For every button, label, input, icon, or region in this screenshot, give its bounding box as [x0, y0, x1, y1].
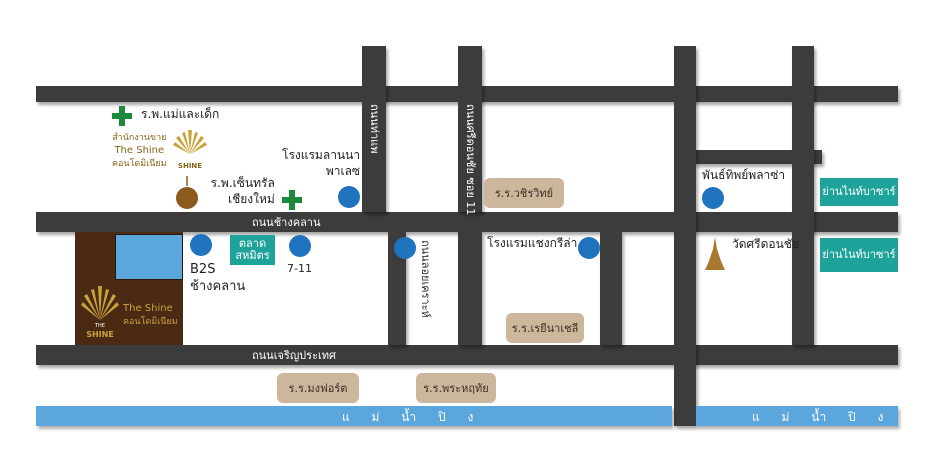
label-sales-office: สำนักงานขาย The Shine คอนโดมิเนียม: [112, 133, 167, 169]
road-label-si-donchai-soi: ถนนศรีดอนชัย ซอย 11: [464, 104, 477, 216]
night-bazaar-box-2: ย่านไนท์บาซาร์: [820, 238, 898, 272]
regina-school-box: ร.ร.เรยีนาเชลี: [506, 313, 584, 343]
river-label-left: แ ม่ น้ำ ปิ ง: [342, 410, 483, 424]
pantip-plaza-dot-icon: [702, 187, 724, 209]
road-label-charoen-prathet: ถนนเจริญประเทศ: [252, 349, 336, 362]
shine-logo-large-text: SHINE: [86, 330, 114, 339]
road-si-donchai-soi: [458, 46, 482, 212]
shine-condo-block: THE SHINE The Shine คอนโดมิเนียม: [75, 232, 183, 345]
hospital-cross-icon: [112, 106, 132, 126]
night-bazaar-box-1: ย่านไนท์บาซาร์: [820, 178, 898, 206]
label-shine-condo: The Shine คอนโดมิเนียม: [123, 303, 178, 327]
road-tha-phae: [362, 46, 386, 212]
shangri-la-dot-icon: [578, 237, 600, 259]
loi-kroh-dot-icon: [394, 237, 416, 259]
shine-logo-small-text: SHINE: [178, 162, 202, 170]
road-charoen-prathet: [36, 345, 898, 365]
shine-logo-the-text: THE: [94, 323, 105, 329]
label-shangri-la: โรงแรมแชงกรีล่า: [487, 236, 578, 250]
road-label-chang-klan: ถนนช้างคลาน: [252, 216, 321, 229]
road-lane-a: [458, 232, 482, 345]
road-label-tha-phae: ถนนท่าแพ: [368, 104, 381, 154]
label-central-hospital: ร.พ.เซ็นทรัล เชียงใหม่: [210, 176, 275, 206]
road-loi-kroh: [388, 232, 406, 345]
river-right: แ ม่ น้ำ ปิ ง: [696, 406, 898, 426]
shine-logo-large-icon: THE SHINE: [81, 286, 119, 339]
wachirawit-school-box: ร.ร.วชิรวิทย์: [484, 178, 564, 208]
label-pantip-plaza: พันธ์ทิพย์พลาซ่า: [702, 168, 786, 182]
seven-eleven-dot-icon: [289, 235, 311, 257]
hospital-cross-icon-2: [282, 190, 302, 210]
sales-office-pin-icon: [176, 176, 198, 209]
b2s-dot-icon: [190, 234, 212, 256]
road-main-vertical: [674, 46, 696, 426]
label-wat-si-donchai: วัดศรีดอนชัย: [732, 237, 799, 251]
prince-royal-school-box: ร.ร.พระหฤทัย: [416, 373, 496, 403]
road-label-loi-kroh: ถนนลอยเคราะห์: [419, 240, 432, 318]
shine-logo-small-icon: SHINE: [173, 130, 207, 170]
lanna-palace-dot-icon: [338, 186, 360, 208]
road-lane-b: [600, 232, 622, 345]
river-left: แ ม่ น้ำ ปิ ง: [36, 406, 672, 426]
label-mother-child-hospital: ร.พ.แม่และเด็ก: [141, 107, 220, 121]
montfort-school-box: ร.ร.มงฟอร์ต: [277, 373, 359, 403]
label-b2s: B2S ช้างคลาน: [190, 262, 246, 294]
label-seven-eleven: 7-11: [287, 262, 312, 275]
river-label-right: แ ม่ น้ำ ปิ ง: [752, 410, 893, 424]
label-lanna-palace: โรงแรมลานนา พาเลซ: [282, 148, 361, 178]
road-right-vertical: [792, 46, 814, 345]
road-pantip-spur: [694, 150, 822, 164]
condo-pool: [115, 234, 183, 280]
sahamit-market-box: ตลาด สหมิตร: [230, 235, 275, 265]
temple-icon: [705, 237, 725, 270]
